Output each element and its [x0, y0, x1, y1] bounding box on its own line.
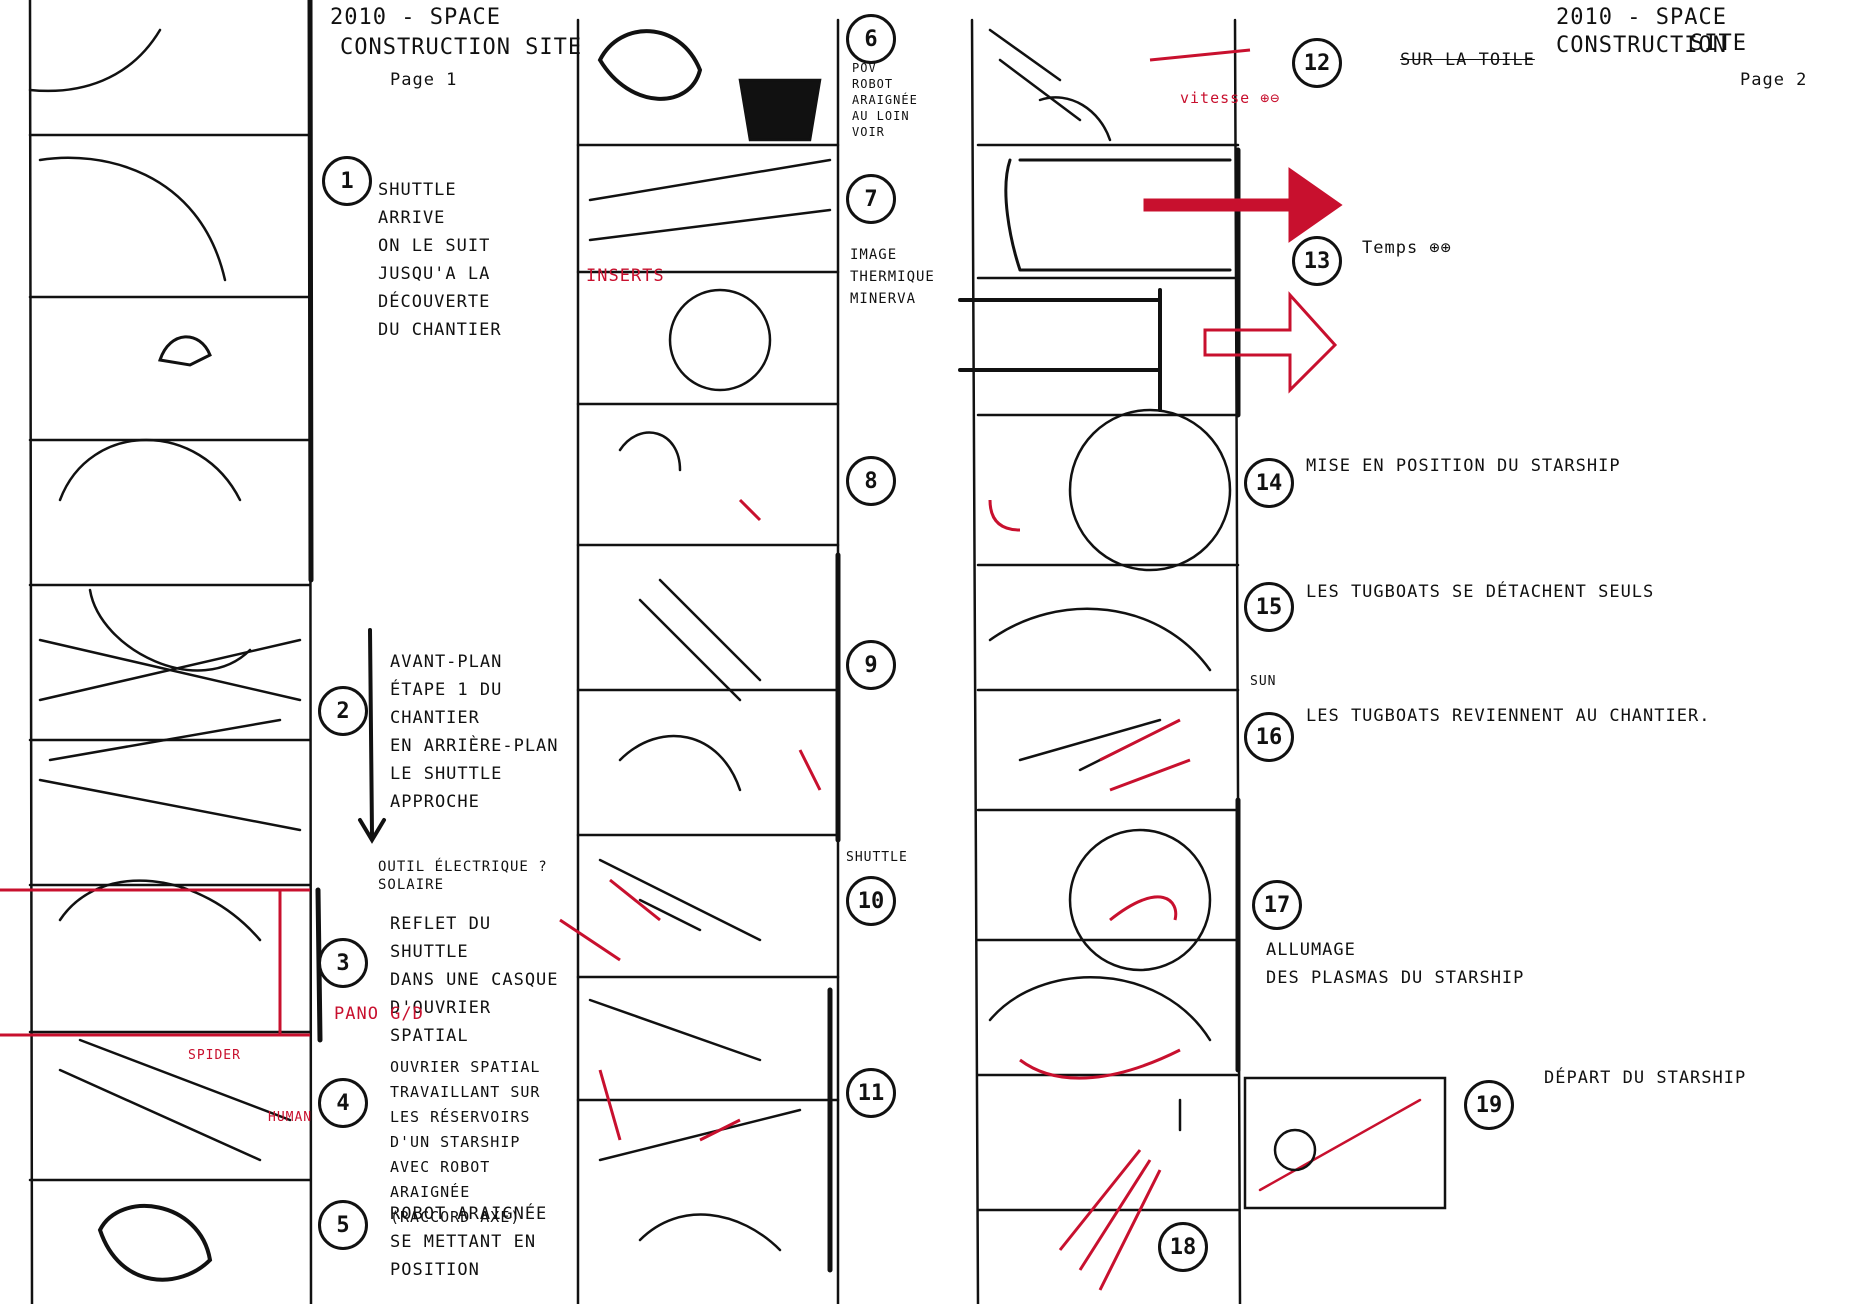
page2-subtitle: SITE	[1690, 31, 1747, 56]
shot-number-14: 14	[1244, 458, 1294, 508]
shot-13-description: Temps ⊕⊕	[1362, 238, 1452, 258]
shot-number-3: 3	[318, 938, 368, 988]
page1-subtitle: CONSTRUCTION SITE	[340, 35, 583, 60]
shot-4-human-label: HUMAN	[268, 1110, 313, 1125]
page2-title: 2010 - SPACE CONSTRUCTION	[1556, 5, 1727, 58]
page1-title: 2010 - SPACE	[330, 5, 501, 30]
shot-12-red-note: vitesse ⊕⊖	[1180, 89, 1281, 107]
shot-3-note: OUTIL ÉLECTRIQUE ? SOLAIRE	[378, 859, 548, 893]
shot-number-2: 2	[318, 686, 368, 736]
shot-number-12: 12	[1292, 38, 1342, 88]
shot-number-5: 5	[318, 1200, 368, 1250]
shot-14-description: MISE EN POSITION DU STARSHIP	[1306, 456, 1621, 476]
shot-18-description: DÉPART DU STARSHIP	[1544, 1068, 1747, 1088]
shot-number-7: 7	[846, 174, 896, 224]
shot-4-spider-label: SPIDER	[188, 1048, 241, 1063]
page2-page-label: Page 2	[1740, 70, 1808, 90]
shot-number-6: 6	[846, 14, 896, 64]
shot-number-17: 17	[1252, 880, 1302, 930]
shot-number-15: 15	[1244, 582, 1294, 632]
shot-number-10: 10	[846, 876, 896, 926]
shot-7-red-note: INSERTS	[586, 266, 665, 286]
shot-12-struck-text: SUR LA TOILE	[1400, 50, 1535, 70]
shot-number-4: 4	[318, 1078, 368, 1128]
shot-number-16: 16	[1244, 712, 1294, 762]
shot-10-note: SHUTTLE	[846, 850, 908, 865]
page1-page-label: Page 1	[390, 70, 458, 90]
shot-number-8: 8	[846, 456, 896, 506]
shot-3-red-note: PANO G/D	[334, 1004, 424, 1024]
shot-number-1: 1	[322, 156, 372, 206]
shot-16-note: SUN	[1250, 674, 1277, 689]
shot-number-11: 11	[846, 1068, 896, 1118]
shot-number-13: 13	[1292, 236, 1342, 286]
shot-number-18: 18	[1158, 1222, 1208, 1272]
shot-15-description: LES TUGBOATS SE DÉTACHENT SEULS	[1306, 582, 1655, 602]
shot-number-9: 9	[846, 640, 896, 690]
shot-16-description: LES TUGBOATS REVIENNENT AU CHANTIER.	[1306, 706, 1711, 726]
shot-number-19: 19	[1464, 1080, 1514, 1130]
